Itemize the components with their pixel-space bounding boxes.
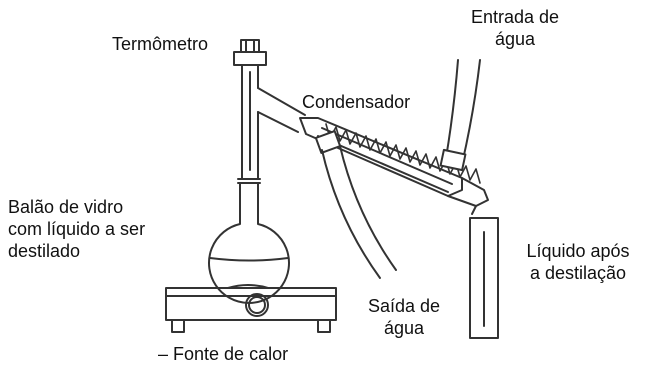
hot-plate bbox=[165, 284, 337, 333]
label-entrada-de-agua: Entrada de água bbox=[470, 7, 560, 49]
side-arm bbox=[257, 87, 306, 133]
thermometer bbox=[233, 39, 267, 66]
label-liquido-apos-destilacao: Líquido após a destilação bbox=[526, 241, 630, 283]
distillation-column bbox=[241, 64, 259, 180]
label-balao-de-vidro: Balão de vidro com líquido a ser destila… bbox=[8, 197, 146, 261]
hot-plate-knob bbox=[248, 296, 266, 314]
round-bottom-flask bbox=[208, 178, 290, 304]
receiving-cylinder bbox=[469, 217, 499, 339]
label-condensador: Condensador bbox=[302, 92, 411, 112]
water-inlet-hose bbox=[439, 59, 481, 172]
label-termometro: Termômetro bbox=[112, 34, 209, 54]
water-outlet-hose bbox=[314, 130, 397, 279]
label-fonte-de-calor: – Fonte de calor bbox=[158, 344, 289, 364]
label-saida-de-agua: Saída de água bbox=[367, 296, 441, 338]
flask-liquid-level bbox=[209, 257, 289, 262]
